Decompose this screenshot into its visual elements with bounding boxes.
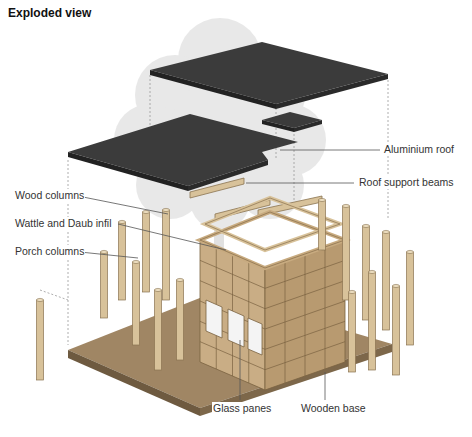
part-label: Wattle and Daub infil [14,217,113,230]
part-label: Wood columns [14,189,85,202]
part-label: Aluminium roof [383,143,455,156]
diagram-title: Exploded view [8,6,91,20]
part-label: Wooden base [300,402,367,415]
part-label: Roof support beams [358,176,455,189]
part-label: Glass panes [212,402,272,415]
part-label: Porch columns [14,245,85,258]
